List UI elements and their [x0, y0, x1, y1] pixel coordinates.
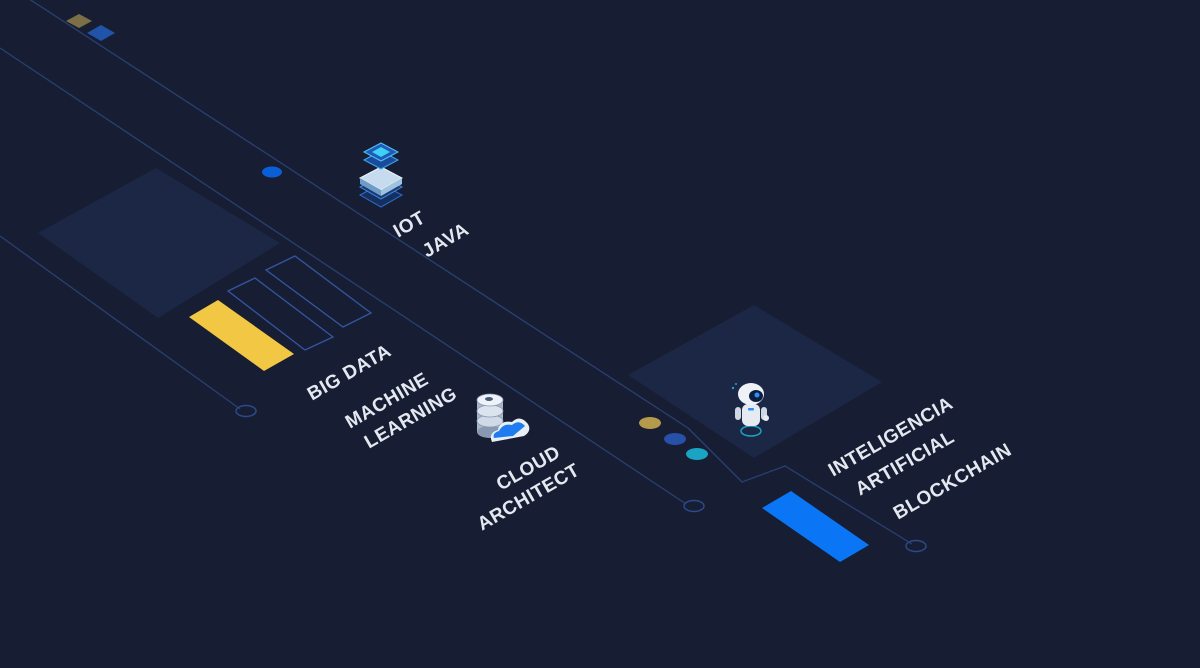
circuit-line-top: [29, 0, 689, 429]
corner-tile-olive: [66, 14, 92, 28]
robot-icon: [731, 383, 769, 437]
circuit-line-branch: [687, 427, 913, 545]
circuit-lines: [0, 0, 913, 545]
cloud-database-icon: [476, 393, 530, 442]
outline-card-2: [264, 255, 373, 328]
circuit-line-middle: [0, 47, 687, 505]
yellow-bar: [189, 300, 294, 371]
terminal-ring-2: [683, 499, 705, 513]
terminal-rings: [235, 404, 927, 553]
server-stack-icon: [358, 142, 404, 208]
node-dot-gold: [639, 417, 661, 429]
right-panel: [628, 305, 882, 458]
outline-card-1: [226, 277, 335, 351]
corner-tile-blue: [87, 25, 115, 41]
terminal-ring-1: [235, 404, 257, 418]
blue-bar: [762, 491, 869, 562]
circuit-line-lower: [0, 235, 241, 410]
node-dot-navy: [664, 433, 686, 445]
outline-cards: [226, 255, 373, 351]
left-panel: [38, 168, 280, 318]
terminal-ring-3: [905, 539, 927, 553]
node-dot-blue: [262, 166, 282, 178]
node-dot-teal: [686, 448, 708, 460]
